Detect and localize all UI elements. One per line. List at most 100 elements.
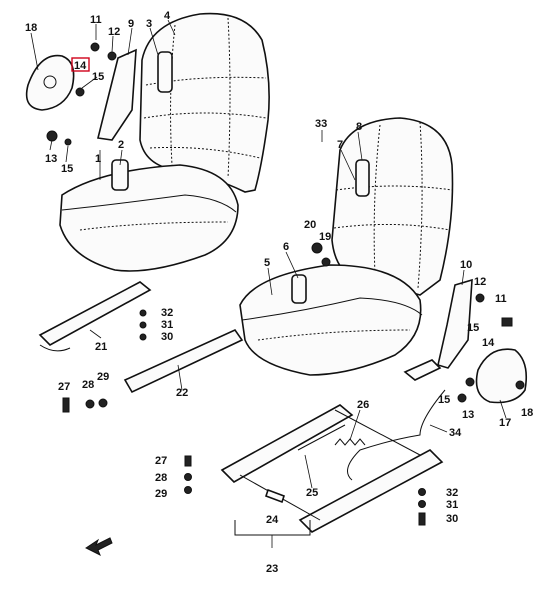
right-recliner-bracket [437,278,473,369]
callout-12-left: 12 [108,26,120,38]
callout-32-right: 32 [446,487,458,499]
rail-21-lever [39,344,71,352]
callout-12-right: 12 [474,276,486,288]
adjuster-cross-bar-2 [334,409,421,456]
bolt-27-right [184,455,192,467]
left-recliner-bracket [97,48,137,141]
left-back-seam-2 [227,17,231,179]
callout-28-left: 28 [82,379,94,391]
callout-20: 20 [304,219,316,231]
callout-33: 33 [315,118,327,130]
callout-29-left: 29 [97,371,109,383]
callout-31-right: 31 [446,499,458,511]
left-back-seam-3 [145,76,267,86]
bolt-27-left [62,397,70,413]
callout-3: 3 [146,18,152,30]
callout-11-right: 11 [495,293,507,305]
right-seat-cushion [239,264,422,376]
left-recliner-cover [25,54,75,111]
callout-13-left: 13 [45,153,57,165]
left-cushion-seam [79,221,229,231]
seat-adjuster-frame [184,404,444,536]
callout-30-right: 30 [446,513,458,525]
callout-34: 34 [449,427,462,439]
callout-1: 1 [95,153,101,165]
nut-13-right [465,377,475,387]
adjuster-pin [264,488,286,504]
nut-32-left [139,309,147,317]
adjuster-rail-left [220,404,354,483]
callout-30-left: 30 [161,331,173,343]
bracket-23 [234,520,311,536]
callout-11-left: 11 [90,14,102,26]
left-seat-assembly [25,12,270,272]
right-recliner-lever [403,359,442,381]
washer-15-left [75,87,85,97]
nut-12-left [107,51,117,61]
left-seat-cushion [59,164,239,272]
callout-17: 17 [499,417,511,429]
callout-15-right-b: 15 [438,394,450,406]
right-cushion-bolt [291,274,307,304]
adjuster-rod-25 [297,424,346,451]
right-back-seam-1 [373,124,381,276]
callout-29-right: 29 [155,488,167,500]
front-direction-arrow-icon [85,537,113,557]
callout-19: 19 [319,231,331,243]
washer-31-left [139,321,147,329]
callout-10: 10 [460,259,472,271]
callout-25: 25 [306,487,318,499]
callout-14-left: 14 [74,60,87,72]
callout-14-right: 14 [482,337,495,349]
callout-4: 4 [164,10,171,22]
callout-27-left: 27 [58,381,70,393]
callout-24: 24 [266,514,279,526]
left-cushion-bolt [111,159,129,191]
callout-15-right: 15 [467,322,479,334]
right-recliner-cover [475,348,528,404]
right-back-seam-2 [417,121,423,289]
bolt-11-left [90,42,100,52]
right-back-seam-4 [333,223,451,231]
bolt-30-right [418,512,426,526]
washer-15b-left [64,138,72,146]
washer-28-right [184,473,192,481]
callout-7: 7 [337,139,343,151]
left-headrest-guide [157,51,173,93]
nut-20 [311,242,323,254]
callout-5: 5 [264,257,270,269]
left-recliner-knob [43,75,57,89]
callout-27-right: 27 [155,455,167,467]
washer-31-right [418,500,426,508]
left-back-seam-4 [143,112,267,119]
callout-8: 8 [356,121,362,133]
callout-31-left: 31 [161,319,173,331]
nut-12-right [475,293,485,303]
right-seat-assembly [239,117,528,481]
callout-21: 21 [95,341,107,353]
callout-15-left-b: 15 [61,163,73,175]
right-back-seam-3 [335,185,453,191]
rail-22 [123,328,244,394]
callout-6: 6 [283,241,289,253]
callout-18-right: 18 [521,407,533,419]
leader-lines [30,19,507,548]
rail-21 [38,281,152,346]
callout-28-right: 28 [155,472,167,484]
washer-19 [321,257,331,267]
left-seat-back [139,12,270,193]
washer-28-left [85,399,95,409]
right-headrest-guide [355,159,370,197]
nut-32-right [418,488,426,496]
callout-14-highlight-box [71,57,90,72]
adjuster-rail-right [298,449,444,533]
right-cushion-edge [241,297,423,321]
callout-13-right: 13 [462,409,474,421]
nut-13-left [46,130,58,142]
callout-26: 26 [357,399,369,411]
callout-22: 22 [176,387,188,399]
left-cushion-edge [61,194,237,213]
nut-18-right [515,380,525,390]
